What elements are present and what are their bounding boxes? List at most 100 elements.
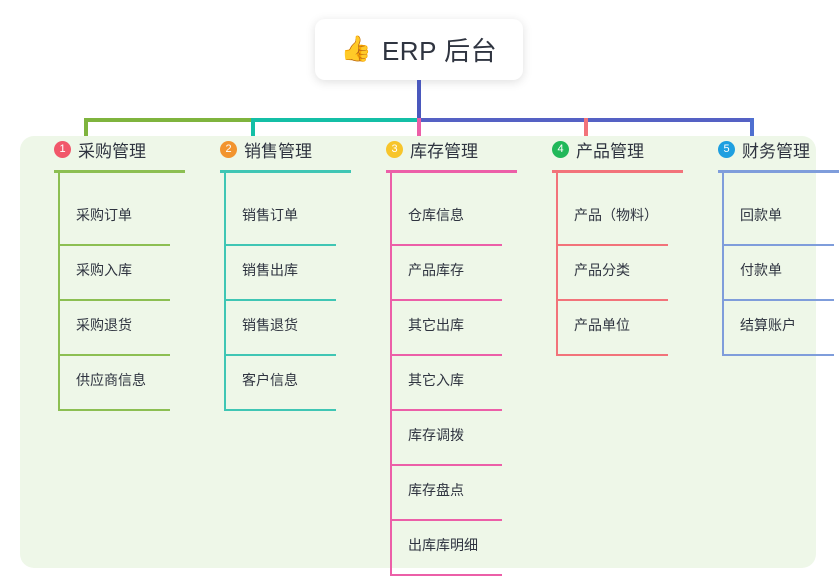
- branch-leaf-label: 回款单: [740, 207, 782, 223]
- branch-leaf-item[interactable]: 产品分类: [556, 246, 668, 301]
- branch-spine: [224, 170, 226, 411]
- branch-spine: [722, 170, 724, 356]
- branch-header[interactable]: 1 采购管理: [40, 136, 200, 162]
- branch-leaf-item[interactable]: 客户信息: [224, 356, 336, 411]
- branch-leaf-rule: [390, 299, 502, 301]
- branch-column-inventory[interactable]: 3 库存管理仓库信息产品库存其它出库其它入库库存调拨库存盘点出库库明细: [372, 136, 532, 576]
- branch-spine: [556, 170, 558, 356]
- branch-leaf-item[interactable]: 采购入库: [58, 246, 170, 301]
- branch-header-rule: [552, 170, 683, 173]
- branch-leaf-label: 产品单位: [574, 317, 630, 333]
- branch-leaf-item[interactable]: 库存调拨: [390, 411, 502, 466]
- branch-leaf-label: 出库库明细: [408, 537, 478, 553]
- branch-leaf-label: 仓库信息: [408, 207, 464, 223]
- branch-leaf-label: 付款单: [740, 262, 782, 278]
- branch-leaf-item[interactable]: 回款单: [722, 191, 834, 246]
- branch-header[interactable]: 4 产品管理: [538, 136, 698, 162]
- branch-header[interactable]: 5 财务管理: [704, 136, 839, 162]
- branch-leaf-label: 其它出库: [408, 317, 464, 333]
- branch-leaf-rule: [390, 519, 502, 521]
- trunk-segment-middle: [253, 118, 419, 122]
- diagram-panel: 1 采购管理采购订单采购入库采购退货供应商信息 2 销售管理销售订单销售出库销售退货…: [20, 136, 839, 576]
- branch-drop-3: [417, 118, 421, 150]
- branch-leaf-rule: [58, 244, 170, 246]
- branch-header-rule: [220, 170, 351, 173]
- branch-leaf-label: 销售退货: [242, 317, 298, 333]
- branch-title: 销售管理: [244, 141, 312, 161]
- root-title: ERP 后台: [381, 36, 498, 66]
- branch-leaf-rule: [722, 354, 834, 356]
- branch-leaf-rule: [556, 299, 668, 301]
- branch-leaf-item[interactable]: 供应商信息: [58, 356, 170, 411]
- branch-leaf-label: 供应商信息: [76, 372, 146, 388]
- branch-leaf-item[interactable]: 产品库存: [390, 246, 502, 301]
- branch-spine: [58, 170, 60, 411]
- branch-leaf-item[interactable]: 仓库信息: [390, 191, 502, 246]
- branch-column-purchasing[interactable]: 1 采购管理采购订单采购入库采购退货供应商信息: [40, 136, 200, 411]
- trunk-segment-left: [84, 118, 253, 122]
- branch-number-badge: 1: [54, 140, 71, 158]
- branch-leaf-item[interactable]: 结算账户: [722, 301, 834, 356]
- branch-drop-5: [750, 118, 754, 150]
- branch-leaf-label: 库存盘点: [408, 482, 464, 498]
- branch-leaf-label: 采购订单: [76, 207, 132, 223]
- branch-leaf-label: 销售订单: [242, 207, 298, 223]
- branch-leaf-rule: [224, 354, 336, 356]
- branch-leaf-label: 销售出库: [242, 262, 298, 278]
- branch-leaf-item[interactable]: 付款单: [722, 246, 834, 301]
- branch-leaf-item[interactable]: 销售出库: [224, 246, 336, 301]
- branch-leaf-label: 结算账户: [740, 317, 796, 333]
- branch-leaf-rule: [390, 464, 502, 466]
- branch-leaf-rule: [390, 574, 502, 576]
- branch-leaf-label: 其它入库: [408, 372, 464, 388]
- branch-leaf-label: 库存调拨: [408, 427, 464, 443]
- branch-title: 财务管理: [742, 141, 810, 161]
- branch-leaf-rule: [556, 244, 668, 246]
- branch-header-rule: [54, 170, 185, 173]
- branch-number-badge: 2: [220, 140, 237, 158]
- branch-leaf-item[interactable]: 采购订单: [58, 191, 170, 246]
- branch-leaf-item[interactable]: 销售退货: [224, 301, 336, 356]
- branch-leaf-item[interactable]: 产品单位: [556, 301, 668, 356]
- branch-leaf-label: 采购入库: [76, 262, 132, 278]
- branch-leaf-item[interactable]: 销售订单: [224, 191, 336, 246]
- branch-leaf-rule: [556, 354, 668, 356]
- branch-leaf-label: 采购退货: [76, 317, 132, 333]
- branch-leaf-label: 产品（物料）: [574, 207, 658, 223]
- branch-title: 库存管理: [410, 141, 478, 161]
- branch-leaf-rule: [224, 299, 336, 301]
- branch-leaf-rule: [390, 409, 502, 411]
- branch-leaf-rule: [390, 354, 502, 356]
- branch-header-rule: [718, 170, 839, 173]
- branch-leaf-item[interactable]: 库存盘点: [390, 466, 502, 521]
- branch-leaf-rule: [722, 299, 834, 301]
- branch-column-product[interactable]: 4 产品管理产品（物料） 产品分类产品单位: [538, 136, 698, 356]
- branch-drop-4: [584, 118, 588, 150]
- branch-leaf-label: 客户信息: [242, 372, 298, 388]
- branch-header[interactable]: 3 库存管理: [372, 136, 532, 162]
- branch-number-badge: 4: [552, 140, 569, 158]
- branch-title: 产品管理: [576, 141, 644, 161]
- branch-column-finance[interactable]: 5 财务管理回款单付款单结算账户: [704, 136, 839, 356]
- branch-leaf-item[interactable]: 产品（物料）: [556, 191, 668, 246]
- branch-leaf-item[interactable]: 其它出库: [390, 301, 502, 356]
- root-node[interactable]: 👍 ERP 后台: [315, 19, 523, 80]
- branch-leaf-rule: [58, 299, 170, 301]
- branch-leaf-item[interactable]: 其它入库: [390, 356, 502, 411]
- branch-title: 采购管理: [78, 141, 146, 161]
- branch-number-badge: 5: [718, 140, 735, 158]
- branch-leaf-item[interactable]: 采购退货: [58, 301, 170, 356]
- branch-drop-1: [84, 118, 88, 150]
- branch-leaf-rule: [224, 409, 336, 411]
- branch-header-rule: [386, 170, 517, 173]
- branch-leaf-item[interactable]: 出库库明细: [390, 521, 502, 576]
- branch-header[interactable]: 2 销售管理: [206, 136, 366, 162]
- branch-leaf-label: 产品分类: [574, 262, 630, 278]
- branch-column-sales[interactable]: 2 销售管理销售订单销售出库销售退货客户信息: [206, 136, 366, 411]
- branch-number-badge: 3: [386, 140, 403, 158]
- branch-leaf-label: 产品库存: [408, 262, 464, 278]
- root-stem-connector: [417, 80, 421, 120]
- branch-leaf-rule: [390, 244, 502, 246]
- branch-leaf-rule: [722, 244, 834, 246]
- thumbs-up-icon: 👍: [340, 35, 372, 63]
